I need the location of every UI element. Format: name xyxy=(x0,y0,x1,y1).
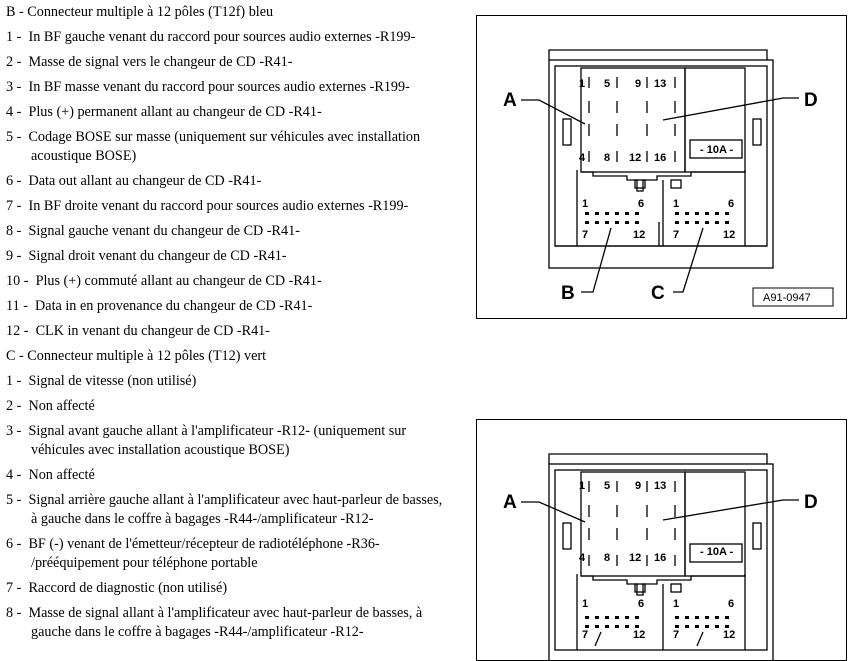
pin-label: 4 xyxy=(579,152,586,164)
list-item: 7 - In BF droite venant du raccord pour … xyxy=(6,198,409,214)
list-item: 3 - In BF masse venant du raccord pour s… xyxy=(6,79,410,95)
label-a: A xyxy=(503,492,517,513)
pin-label: 1 xyxy=(582,598,588,610)
pin-label: 13 xyxy=(654,480,666,492)
list-item: 1 - Signal de vitesse (non utilisé) xyxy=(6,373,197,389)
label-c: C xyxy=(651,283,665,304)
pin-label: 8 xyxy=(604,552,610,564)
pin-label: 16 xyxy=(654,552,666,564)
list-item: 8 - Masse de signal allant à l'amplifica… xyxy=(6,605,423,621)
pin-label: 7 xyxy=(582,629,588,641)
pin-label: 1 xyxy=(673,198,679,210)
section-b-heading: B - Connecteur multiple à 12 pôles (T12f… xyxy=(6,4,274,20)
connector-drawing: A D B C 1 5 9 13 4 8 12 16 1 6 7 12 1 6 … xyxy=(503,49,834,307)
list-item: 5 - Signal arrière gauche allant à l'amp… xyxy=(6,492,443,508)
pin-label: 13 xyxy=(654,78,666,90)
list-item: 8 - Signal gauche venant du changeur de … xyxy=(6,223,300,239)
fuse-label: - 10A - xyxy=(700,144,734,156)
pin-label: 1 xyxy=(582,198,588,210)
pin-label: 6 xyxy=(728,598,734,610)
list-item: 9 - Signal droit venant du changeur de C… xyxy=(6,248,287,264)
label-b: B xyxy=(561,283,575,304)
connector-diagram: A D 1 5 9 13 4 8 12 16 1 6 7 12 1 6 7 12… xyxy=(476,419,847,661)
section-c-heading: C - Connecteur multiple à 12 pôles (T12)… xyxy=(6,348,267,364)
list-item-continuation: acoustique BOSE) xyxy=(31,148,137,164)
pin-label: 5 xyxy=(604,78,610,90)
pin-label: 9 xyxy=(635,78,641,90)
list-item-continuation: /prééquipement pour téléphone portable xyxy=(31,555,258,571)
pin-label: 1 xyxy=(673,598,679,610)
list-item: 2 - Non affecté xyxy=(6,398,95,414)
pin-label: 12 xyxy=(629,152,641,164)
pin-label: 9 xyxy=(635,480,641,492)
label-a: A xyxy=(503,90,517,111)
figure-code: A91-0947 xyxy=(763,292,811,304)
pin-label: 12 xyxy=(633,229,645,241)
pin-label: 8 xyxy=(604,152,610,164)
list-item: 4 - Non affecté xyxy=(6,467,95,483)
connector-diagram: A D B C 1 5 9 13 4 8 12 16 1 6 7 12 1 6 … xyxy=(476,15,847,319)
pin-label: 5 xyxy=(604,480,610,492)
pin-label: 12 xyxy=(629,552,641,564)
list-item: 11 - Data in en provenance du changeur d… xyxy=(6,298,313,314)
list-item: 6 - BF (-) venant de l'émetteur/récepteu… xyxy=(6,536,380,552)
pin-label: 7 xyxy=(673,229,679,241)
label-d: D xyxy=(804,492,818,513)
pin-label: 7 xyxy=(582,229,588,241)
label-d: D xyxy=(804,90,818,111)
pin-label: 16 xyxy=(654,152,666,164)
list-item: 12 - CLK in venant du changeur de CD -R4… xyxy=(6,323,270,339)
pin-label: 1 xyxy=(579,78,585,90)
list-item-continuation: à gauche dans le coffre à bagages -R44-/… xyxy=(31,511,374,527)
pin-label: 4 xyxy=(579,552,586,564)
pin-label: 6 xyxy=(638,598,644,610)
pin-label: 12 xyxy=(723,629,735,641)
pin-label: 7 xyxy=(673,629,679,641)
list-item: 1 - In BF gauche venant du raccord pour … xyxy=(6,29,416,45)
pin-label: 12 xyxy=(633,629,645,641)
pin-label: 12 xyxy=(723,229,735,241)
pin-label: 6 xyxy=(728,198,734,210)
list-item: 4 - Plus (+) permanent allant au changeu… xyxy=(6,104,322,120)
list-item: 3 - Signal avant gauche allant à l'ampli… xyxy=(6,423,407,439)
list-item: 7 - Raccord de diagnostic (non utilisé) xyxy=(6,580,228,596)
pin-label: 6 xyxy=(638,198,644,210)
list-item: 10 - Plus (+) commuté allant au changeur… xyxy=(6,273,322,289)
connector-drawing: A D 1 5 9 13 4 8 12 16 1 6 7 12 1 6 7 12… xyxy=(503,453,818,660)
list-item-continuation: véhicules avec installation acoustique B… xyxy=(31,442,290,458)
list-item-continuation: gauche dans le coffre à bagages -R44-/am… xyxy=(31,624,364,640)
list-item: 6 - Data out allant au changeur de CD -R… xyxy=(6,173,262,189)
fuse-label: - 10A - xyxy=(700,546,734,558)
list-item: 5 - Codage BOSE sur masse (uniquement su… xyxy=(6,129,421,145)
pin-label: 1 xyxy=(579,480,585,492)
list-item: 2 - Masse de signal vers le changeur de … xyxy=(6,54,293,70)
